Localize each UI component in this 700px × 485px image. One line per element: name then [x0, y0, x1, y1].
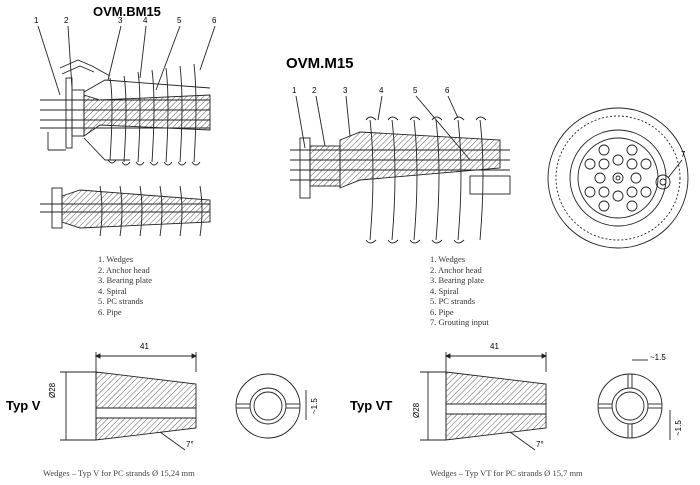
legend-item: 7. Grouting input: [430, 317, 489, 327]
typ-vt-caption: Wedges – Typ VT for PC strands Ø 15,7 mm: [430, 468, 583, 478]
legend-item: 3. Bearing plate: [98, 275, 153, 285]
legend-item: 2. Anchor head: [430, 264, 482, 275]
m15-spiral: [365, 116, 487, 244]
wedge-v-end-view: [235, 373, 307, 439]
legend-item: 6. Pipe: [98, 306, 122, 317]
dim-gap-top: ~1.5: [650, 353, 666, 362]
callout-2: 2: [312, 86, 317, 95]
callout-2: 2: [64, 16, 69, 25]
callout-1: 1: [34, 16, 39, 25]
callout-3: 3: [343, 86, 348, 95]
dim-angle: 7°: [536, 440, 544, 449]
dim-gap-side: ~1.5: [674, 420, 683, 436]
dim-length: 41: [490, 342, 499, 351]
callout-5: 5: [413, 86, 418, 95]
legend-item: 6. Pipe: [430, 306, 454, 317]
typ-v-label: Typ V: [6, 398, 41, 413]
callout-5: 5: [177, 16, 182, 25]
dim-angle: 7°: [186, 440, 194, 449]
callout-1: 1: [292, 86, 297, 95]
bm15-legend: 1. Wedges 2. Anchor head 3. Bearing plat…: [98, 254, 152, 317]
strand-holes: [584, 144, 652, 212]
dim-gap: ~1.5: [310, 398, 319, 414]
legend-item: 4. Spiral: [430, 285, 459, 296]
legend-item: 5. PC strands: [430, 296, 476, 306]
bm15-anchor-drawing: [37, 25, 216, 166]
bm15-title: OVM.BM15: [93, 4, 161, 19]
m15-legend: 1. Wedges 2. Anchor head 3. Bearing plat…: [430, 254, 489, 328]
m15-end-view: [547, 107, 689, 249]
dim-diameter: Ø28: [48, 382, 57, 398]
bm15-spiral: [107, 63, 201, 166]
typ-v-caption: Wedges – Typ V for PC strands Ø 15,24 mm: [43, 468, 195, 478]
callout-4: 4: [379, 86, 384, 95]
bm15-section-detail: [40, 185, 211, 237]
wedge-vt-side-view: [420, 352, 548, 451]
wedge-v-side-view: [60, 352, 198, 451]
callout-3: 3: [118, 16, 123, 25]
dim-length: 41: [140, 342, 149, 351]
callout-6: 6: [445, 86, 450, 95]
m15-anchor-drawing: [290, 95, 511, 244]
dim-diameter: Ø28: [412, 402, 421, 418]
legend-item: 4. Spiral: [98, 285, 127, 296]
wedge-vt-end-view: [597, 359, 671, 440]
typ-vt-label: Typ VT: [350, 398, 393, 413]
callout-4: 4: [143, 16, 148, 25]
callout-7: 7: [681, 150, 686, 159]
legend-item: 1. Wedges: [430, 254, 466, 264]
legend-item: 3. Bearing plate: [430, 275, 485, 285]
m15-title: OVM.M15: [286, 55, 354, 72]
legend-item: 1. Wedges: [98, 254, 134, 264]
callout-6: 6: [212, 16, 217, 25]
legend-item: 5. PC strands: [98, 296, 144, 306]
legend-item: 2. Anchor head: [98, 264, 150, 275]
